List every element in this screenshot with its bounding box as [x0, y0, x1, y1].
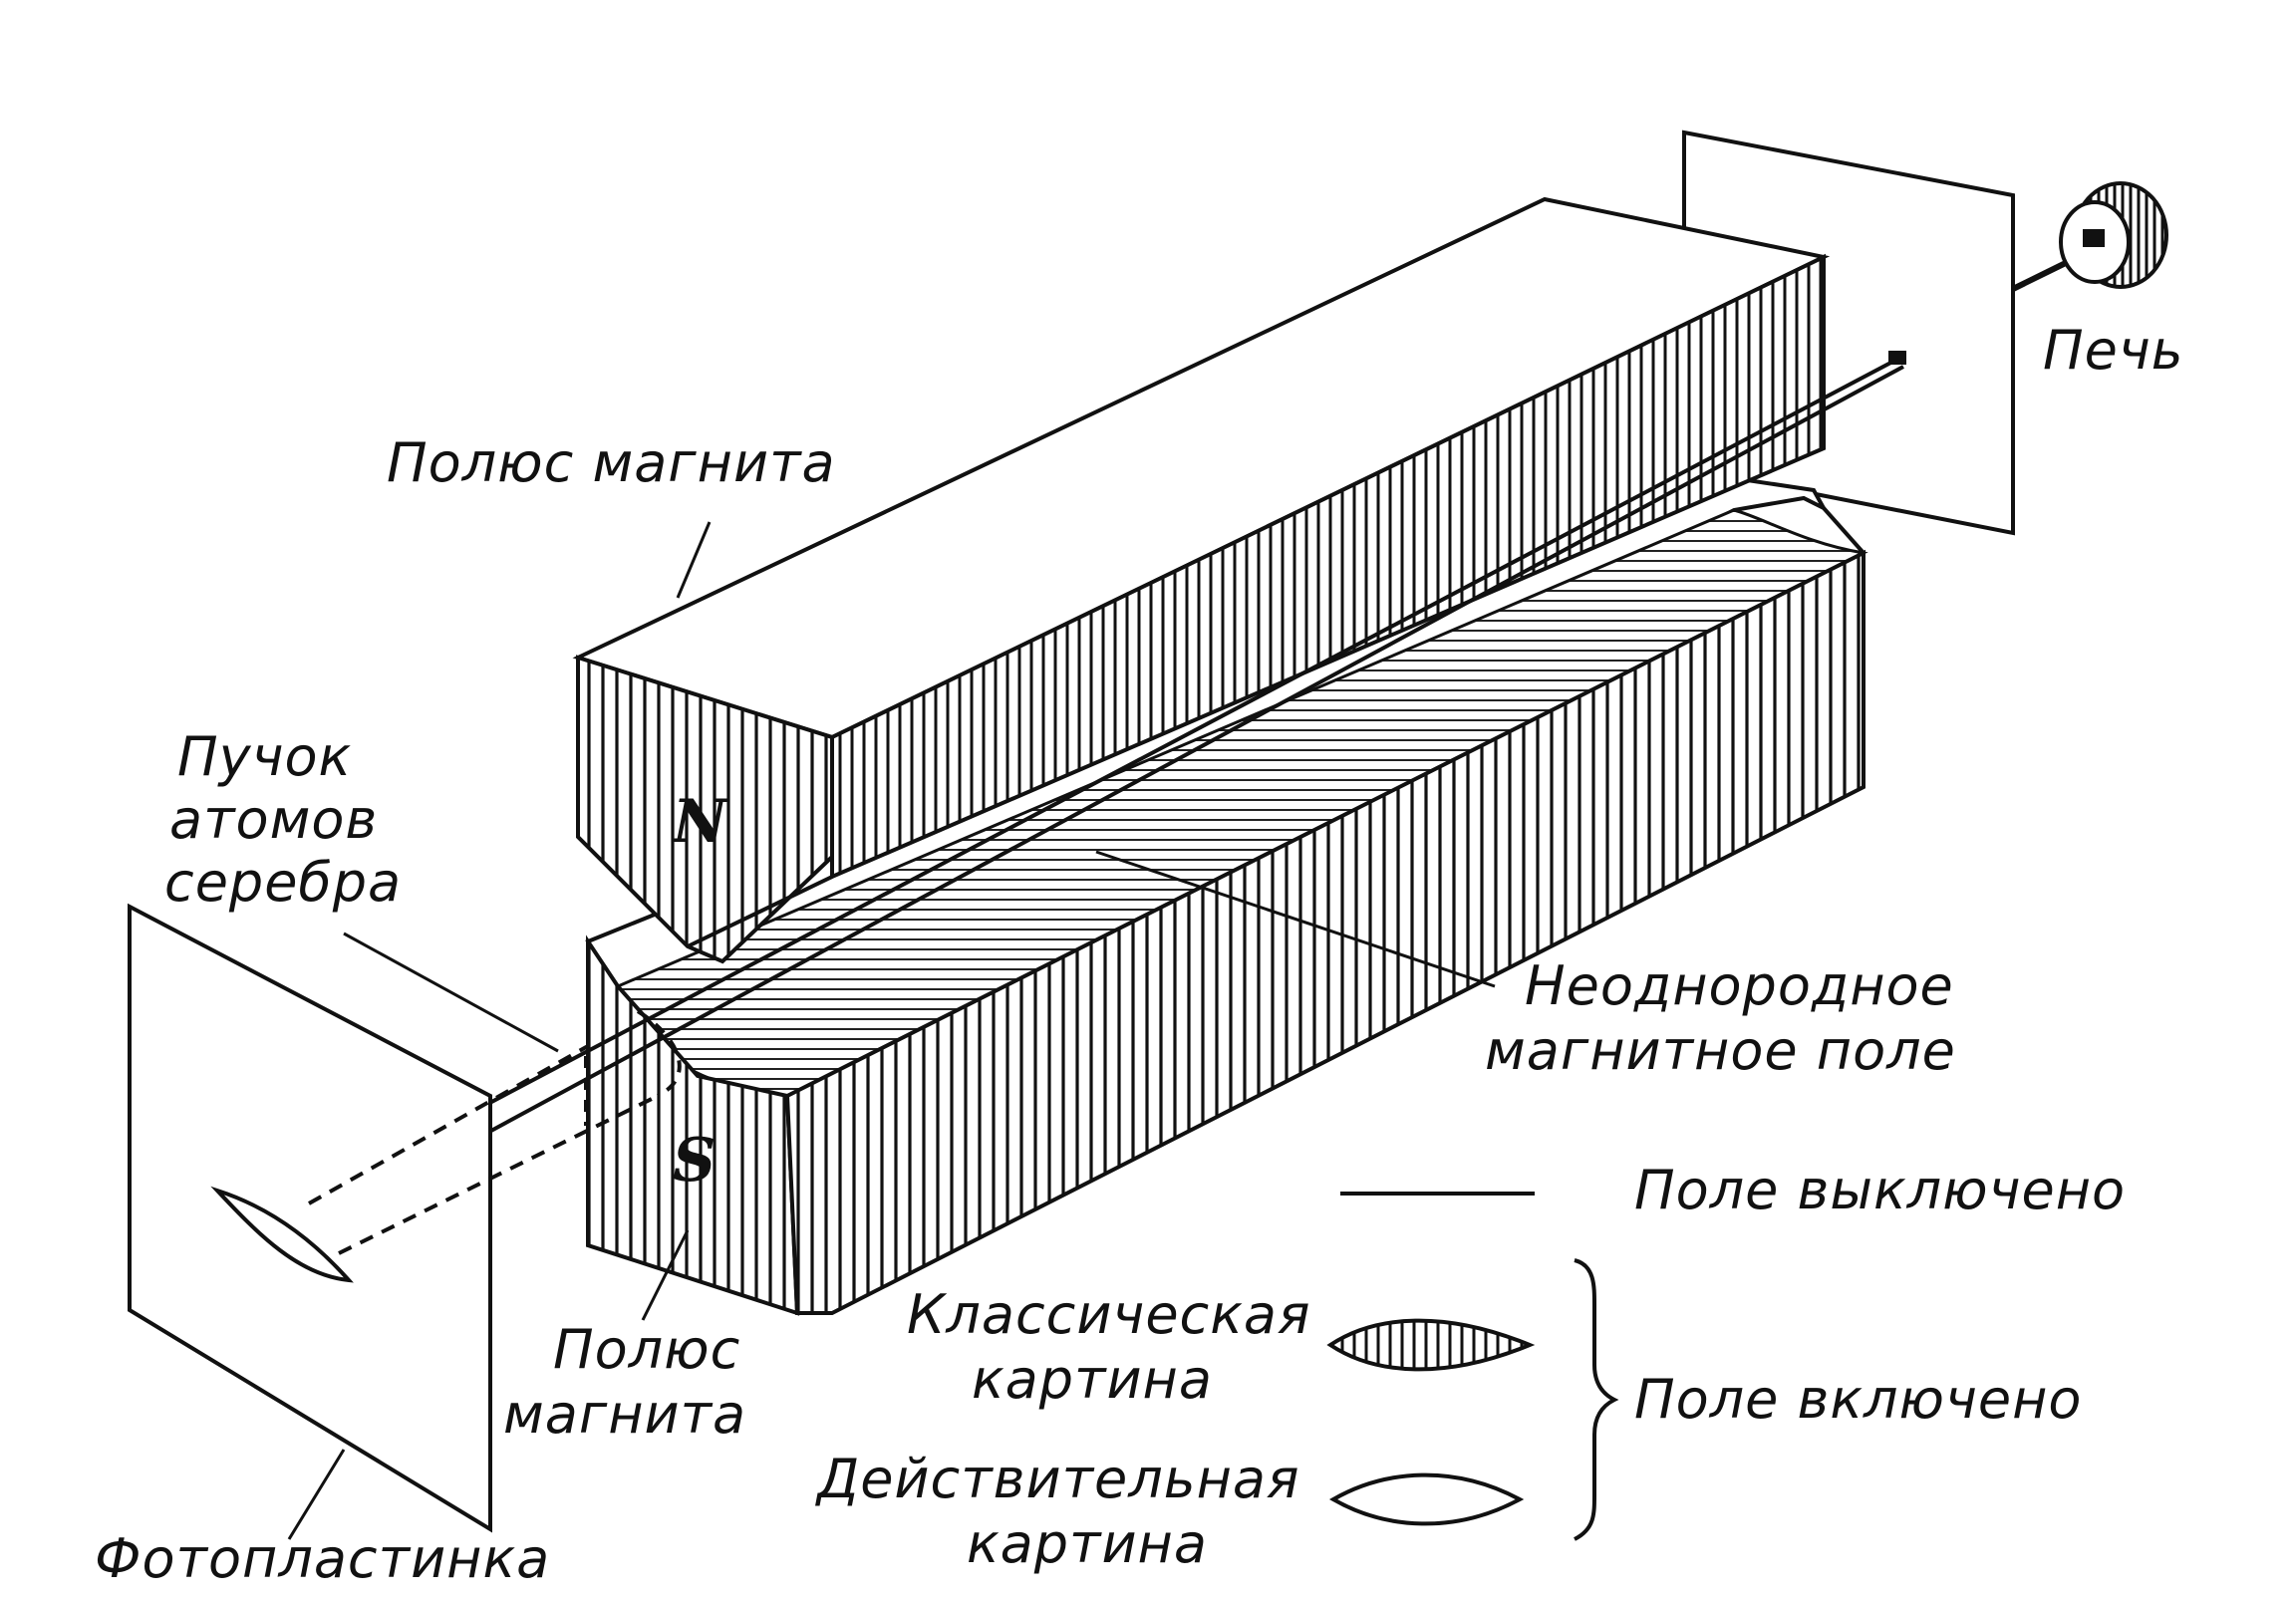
legend-actual-shape [1328, 1472, 1525, 1526]
legend-actual-2: картина [967, 1512, 1208, 1575]
magnet-south [585, 475, 1868, 1316]
legend-classical-shape [1326, 1318, 1536, 1372]
label-field-1: Неоднородное [1525, 954, 1954, 1017]
beam-split-paths [308, 1009, 682, 1255]
label-north: N [673, 787, 727, 857]
label-magnet-pole-bottom-2: магнита [503, 1383, 747, 1446]
legend-brace [1574, 1258, 1619, 1541]
photoplate [128, 903, 492, 1533]
legend-classical-2: картина [972, 1348, 1213, 1411]
label-beam-2: атомов [169, 788, 379, 851]
label-beam-3: серебра [164, 851, 403, 914]
label-oven: Печь [2043, 319, 2184, 382]
label-field-2: магнитное поле [1485, 1019, 1956, 1082]
label-magnet-pole-bottom-1: Полюс [553, 1318, 741, 1381]
magnet-north [572, 196, 1831, 964]
label-beam-1: Пучок [177, 725, 353, 788]
legend-field-off: Поле выключено [1634, 1159, 2127, 1221]
label-magnet-pole-top: Полюс магнита [387, 431, 836, 494]
legend-field-on: Поле включено [1634, 1368, 2083, 1431]
legend-actual-1: Действительная [817, 1448, 1300, 1510]
atom-beam [323, 351, 1906, 1212]
leader-lines [287, 521, 1496, 1540]
label-photoplate: Фотопластинка [95, 1527, 551, 1590]
legend-classical-1: Классическая [907, 1283, 1311, 1346]
oven [2011, 181, 2168, 292]
photoplate-spot [210, 1186, 354, 1283]
label-south: S [673, 1126, 717, 1196]
